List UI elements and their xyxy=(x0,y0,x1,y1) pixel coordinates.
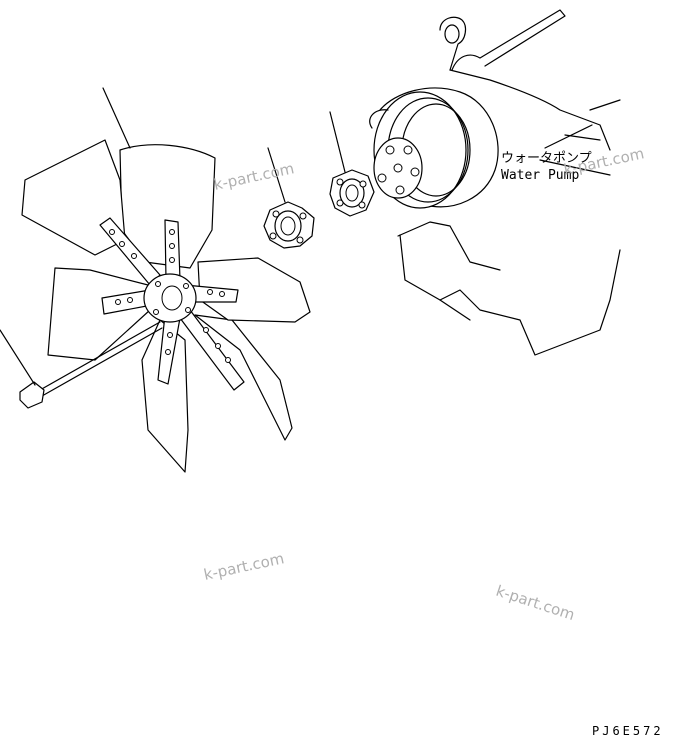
fan-bolt xyxy=(19,321,163,409)
spacer-large xyxy=(263,201,315,249)
fan-hub-center xyxy=(161,285,183,311)
fan-blade xyxy=(197,257,311,323)
leader-lines xyxy=(0,87,593,386)
fan-blade xyxy=(194,314,293,441)
fan-blade xyxy=(21,139,126,256)
water-pump xyxy=(369,87,499,209)
fan-blade xyxy=(47,267,151,361)
water-pump-label-en: Water Pump xyxy=(501,168,579,183)
spacer-small xyxy=(329,169,375,217)
drawing-code: PJ6E572 xyxy=(592,724,664,738)
watermark: k-part.com xyxy=(494,582,577,624)
watermark: k-part.com xyxy=(202,549,286,584)
fan-blade xyxy=(119,144,216,269)
cooling-fan xyxy=(21,139,311,473)
fan-spider-arm xyxy=(99,217,161,286)
water-pump-label-jp: ウォータポンプ xyxy=(501,151,592,166)
watermark: k-part.com xyxy=(212,159,296,194)
fan-blade xyxy=(141,319,189,473)
fan-spider-arm xyxy=(164,219,181,281)
